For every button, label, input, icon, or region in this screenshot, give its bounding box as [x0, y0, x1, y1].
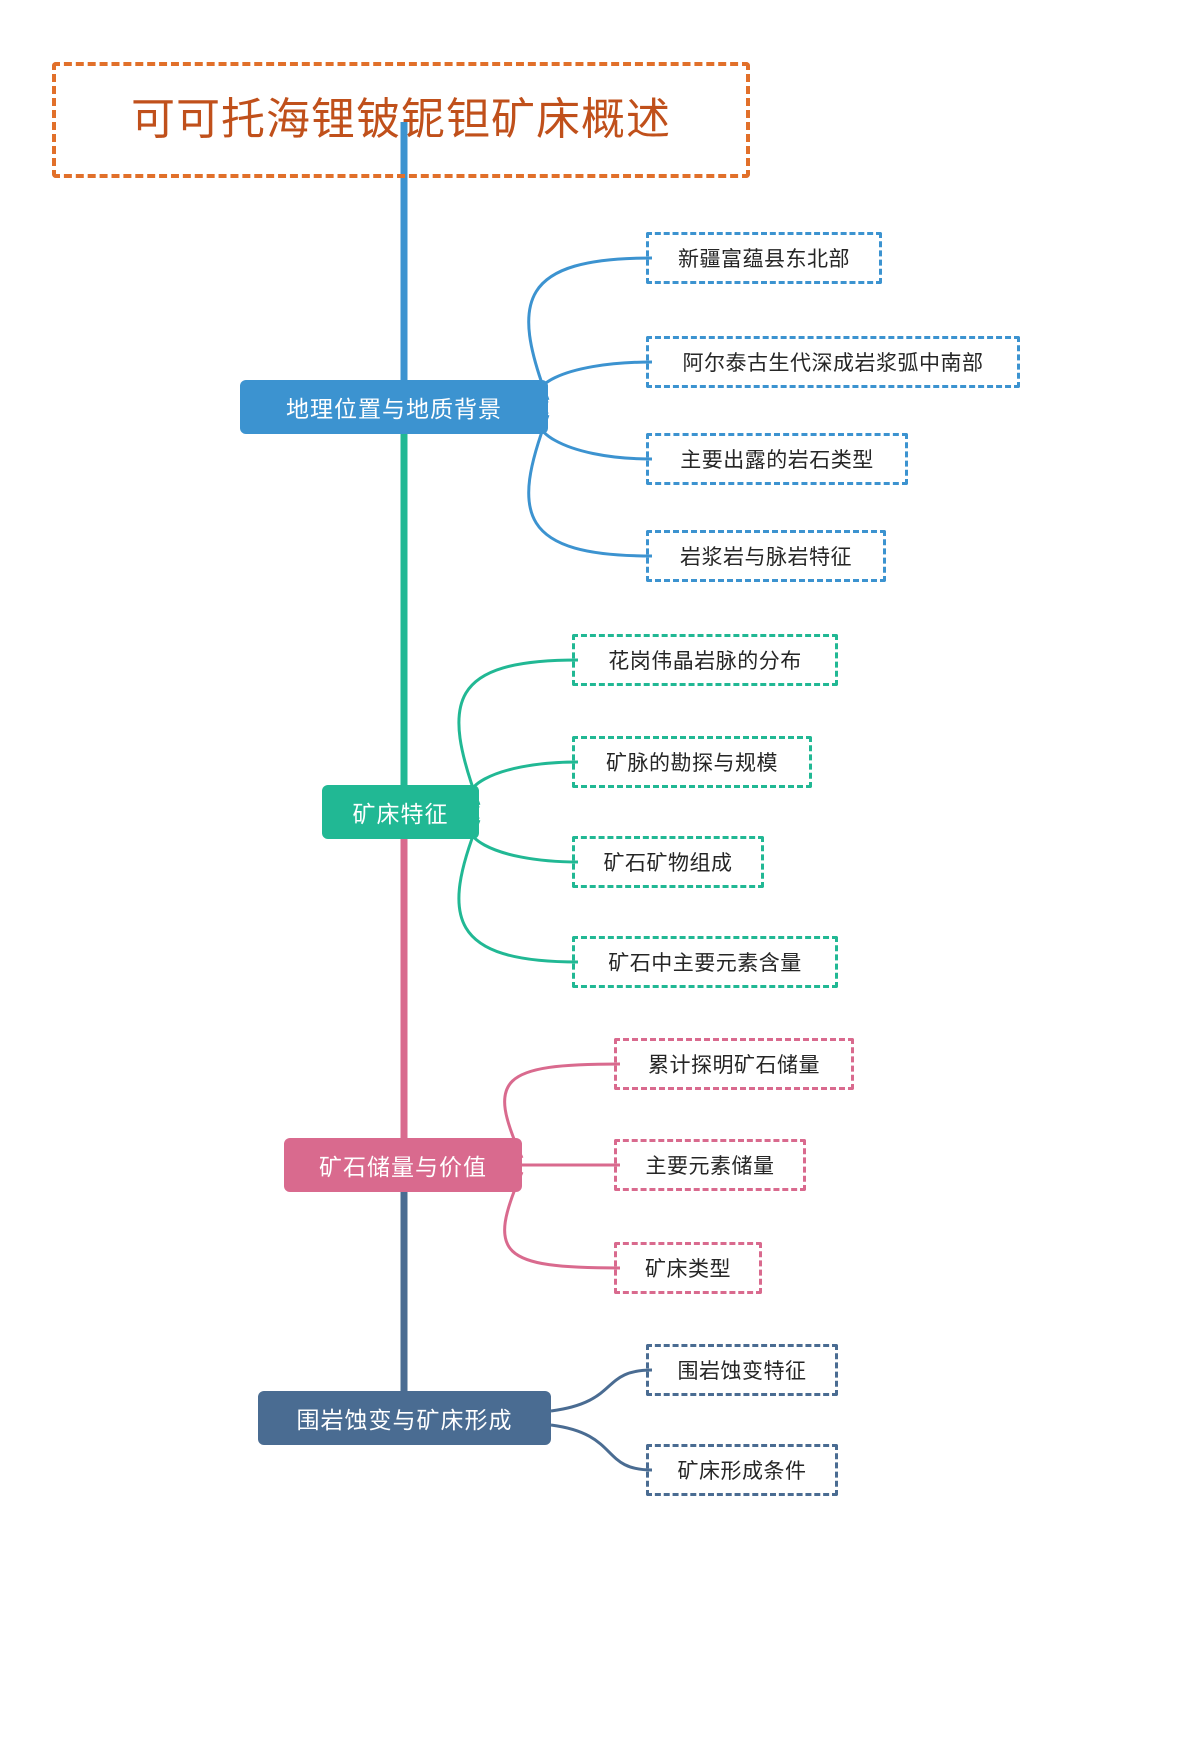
link-b1-c4	[527, 414, 653, 558]
leaf-node-element-content[interactable]: 矿石中主要元素含量	[572, 936, 838, 988]
branch-node-label: 矿床特征	[352, 801, 449, 827]
leaf-node-label: 矿床形成条件	[677, 1460, 807, 1483]
branch-node-geography[interactable]: 地理位置与地质背景	[240, 380, 548, 434]
link-b4-c2	[550, 1423, 653, 1472]
leaf-node-label: 新疆富蕴县东北部	[678, 248, 850, 271]
leaf-node-xinjiang[interactable]: 新疆富蕴县东北部	[646, 232, 882, 284]
leaf-node-deposit-type[interactable]: 矿床类型	[614, 1242, 762, 1294]
link-b4-c1	[550, 1368, 653, 1413]
leaf-node-label: 矿床类型	[645, 1258, 731, 1281]
leaf-node-formation-conditions[interactable]: 矿床形成条件	[646, 1444, 838, 1496]
root-node-label: 可可托海锂铍铌钽矿床概述	[131, 94, 671, 144]
branch-node-alteration-formation[interactable]: 围岩蚀变与矿床形成	[258, 1391, 551, 1445]
leaf-node-ore-mineralogy[interactable]: 矿石矿物组成	[572, 836, 764, 888]
branch-node-label: 地理位置与地质背景	[286, 396, 502, 422]
leaf-node-label: 矿石矿物组成	[603, 852, 733, 875]
root-node[interactable]: 可可托海锂铍铌钽矿床概述	[52, 62, 750, 178]
link-b2-c4	[457, 819, 579, 964]
leaf-node-pegmatite-distribution[interactable]: 花岗伟晶岩脉的分布	[572, 634, 838, 686]
link-b1-c3	[537, 410, 653, 461]
leaf-node-label: 主要元素储量	[645, 1155, 775, 1178]
link-b1-c2	[537, 360, 653, 405]
link-b2-c3	[468, 815, 579, 864]
leaf-node-magmatic-dikes[interactable]: 岩浆岩与脉岩特征	[646, 530, 886, 582]
branch-node-reserves-value[interactable]: 矿石储量与价值	[284, 1138, 522, 1192]
leaf-node-label: 围岩蚀变特征	[677, 1360, 807, 1383]
leaf-node-vein-exploration[interactable]: 矿脉的勘探与规模	[572, 736, 812, 788]
leaf-node-label: 花岗伟晶岩脉的分布	[608, 650, 802, 673]
leaf-node-wallrock-alteration[interactable]: 围岩蚀变特征	[646, 1344, 838, 1396]
leaf-node-label: 矿石中主要元素含量	[608, 952, 802, 975]
leaf-node-label: 阿尔泰古生代深成岩浆弧中南部	[682, 352, 984, 375]
leaf-node-label: 岩浆岩与脉岩特征	[680, 546, 852, 569]
leaf-node-label: 主要出露的岩石类型	[680, 449, 874, 472]
leaf-node-proven-reserves[interactable]: 累计探明矿石储量	[614, 1038, 854, 1090]
link-b1-c1	[527, 256, 653, 401]
link-b2-c2	[468, 760, 579, 810]
branch-node-label: 矿石储量与价值	[319, 1154, 487, 1180]
leaf-node-element-reserves[interactable]: 主要元素储量	[614, 1139, 806, 1191]
branch-node-label: 围岩蚀变与矿床形成	[296, 1407, 513, 1433]
branch-node-deposit-features[interactable]: 矿床特征	[322, 785, 479, 839]
leaf-node-label: 矿脉的勘探与规模	[606, 752, 778, 775]
leaf-node-altai-arc[interactable]: 阿尔泰古生代深成岩浆弧中南部	[646, 336, 1020, 388]
leaf-node-label: 累计探明矿石储量	[648, 1054, 820, 1077]
link-b2-c1	[457, 658, 579, 806]
leaf-node-rock-types[interactable]: 主要出露的岩石类型	[646, 433, 908, 485]
